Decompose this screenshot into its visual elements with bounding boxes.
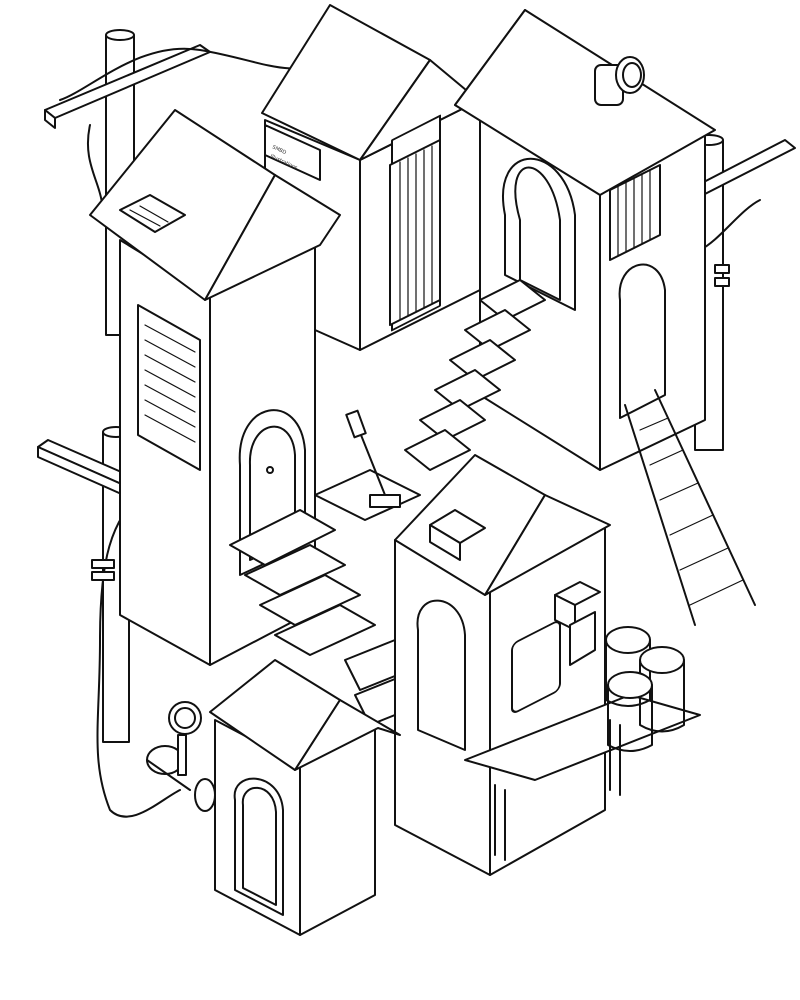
pallet-platform	[464, 694, 701, 861]
stairs-center	[314, 279, 546, 521]
house-left-tall	[89, 109, 341, 666]
lever	[345, 409, 401, 508]
house-right	[454, 9, 716, 471]
house-small-front	[209, 659, 401, 936]
vent-right	[609, 164, 661, 261]
house-front-right	[394, 454, 611, 876]
house-back-center: SMBD Illustrations	[261, 4, 491, 351]
pressure-gauge-pipe	[146, 701, 216, 812]
roof-box	[429, 509, 486, 561]
louver-vent	[389, 139, 441, 326]
window-panel	[511, 581, 601, 713]
louver-left	[137, 304, 201, 471]
ladder	[624, 389, 756, 626]
chimney-pipe	[594, 56, 645, 106]
sign-line-1: SMBD	[271, 144, 287, 156]
barrels	[605, 626, 685, 752]
roof-vent-left	[119, 194, 186, 233]
